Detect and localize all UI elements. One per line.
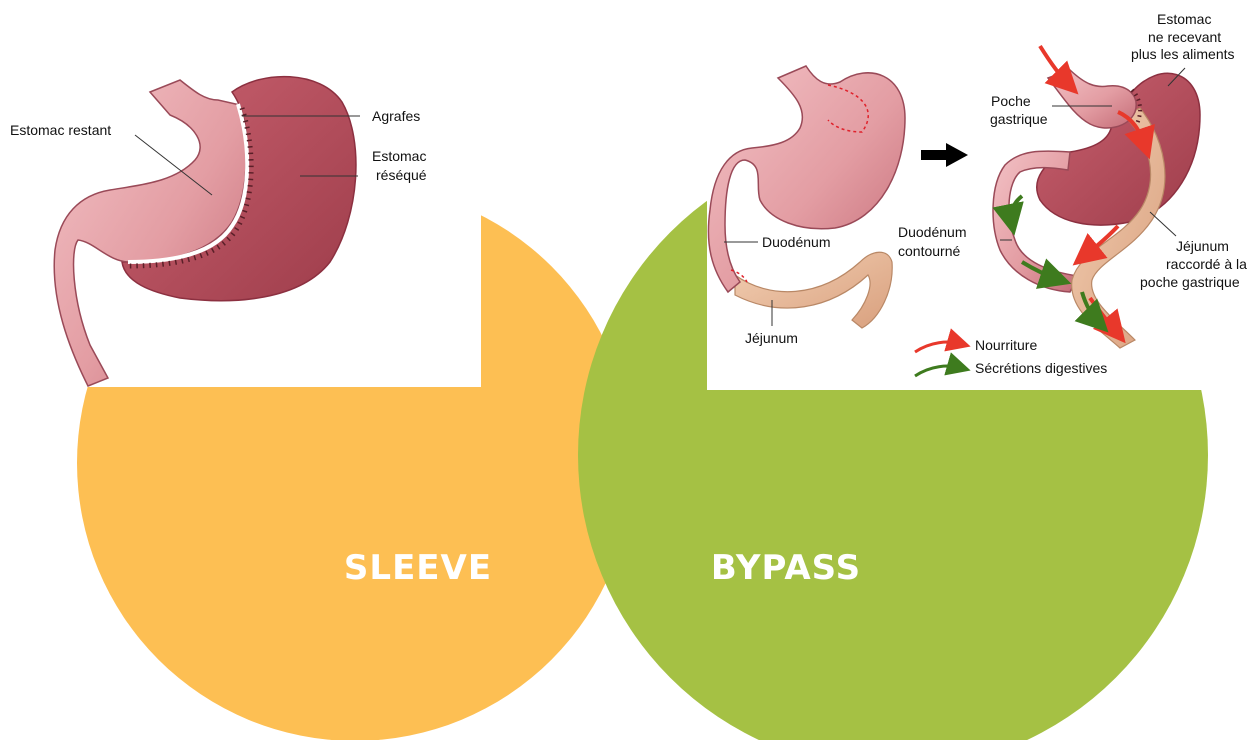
legend-food-label: Nourriture: [975, 337, 1037, 353]
label-remaining-stomach: Estomac restant: [10, 122, 111, 138]
label-resected-2: réséqué: [376, 167, 427, 183]
label-resected-1: Estomac: [372, 148, 426, 164]
label-bypassed-duodenum-2: contourné: [898, 243, 960, 259]
label-bypassed-duodenum-1: Duodénum: [898, 224, 967, 240]
label-duodenum: Duodénum: [762, 234, 831, 250]
label-jejunum-attached-3: poche gastrique: [1140, 274, 1240, 290]
label-unused-stomach-2: ne recevant: [1148, 29, 1221, 45]
bypass-title: BYPASS: [711, 548, 861, 588]
label-jejunum-attached-2: raccordé à la: [1166, 256, 1247, 272]
label-jejunum: Jéjunum: [745, 330, 798, 346]
label-jejunum-attached-1: Jéjunum: [1176, 238, 1229, 254]
sleeve-title: SLEEVE: [344, 548, 492, 588]
label-gastric-pouch-1: Poche: [991, 93, 1031, 109]
label-unused-stomach-3: plus les aliments: [1131, 46, 1235, 62]
legend-secretion-label: Sécrétions digestives: [975, 360, 1107, 376]
label-gastric-pouch-2: gastrique: [990, 111, 1048, 127]
label-staples: Agrafes: [372, 108, 420, 124]
label-unused-stomach-1: Estomac: [1157, 11, 1211, 27]
